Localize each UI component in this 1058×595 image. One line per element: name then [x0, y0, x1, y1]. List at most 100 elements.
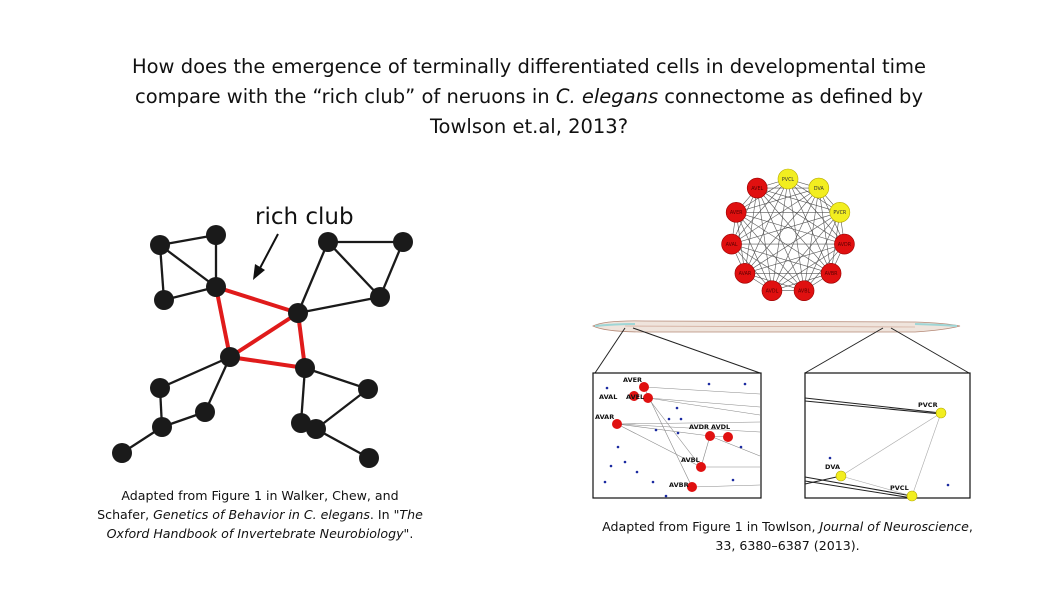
label-aver: AVER	[623, 376, 642, 384]
network-node	[152, 417, 172, 437]
rich-club-node	[288, 303, 308, 323]
rich-club-network-diagram: rich club	[95, 190, 435, 480]
label-avel: AVEL	[626, 393, 644, 401]
label-avbl: AVBL	[681, 456, 700, 464]
network-node	[206, 225, 226, 245]
zoom-box-tail: PVCR DVA PVCL	[804, 372, 971, 502]
ring-edge	[731, 178, 789, 245]
network-node	[318, 232, 338, 252]
ring-edge	[787, 178, 805, 291]
ring-edge	[731, 212, 840, 245]
ring-node-circle	[834, 233, 855, 255]
neuron-avel	[643, 393, 653, 403]
ring-edge	[757, 187, 840, 213]
ring-edge	[744, 187, 820, 274]
ring-node-label: AVDL	[766, 288, 779, 294]
ring-edge	[818, 188, 832, 274]
neuron-pvcr	[935, 407, 947, 419]
ring-node-circle	[820, 263, 842, 284]
left-caption-text: ".	[403, 526, 414, 541]
title-line-3: Towlson et.al, 2013?	[429, 115, 629, 138]
ring-node-label: AVAR	[739, 271, 752, 277]
ring-node-circle	[761, 280, 783, 301]
right-caption-line-2: 33, 6380–6387 (2013).	[715, 538, 860, 553]
network-node	[393, 232, 413, 252]
rich-club-label: rich club	[255, 204, 354, 230]
title-line-2-post: connectome as defined by	[658, 85, 923, 108]
ring-node-dva: DVA	[808, 177, 830, 199]
neuron-avdr	[705, 431, 715, 441]
rich-club-ring-nodes: AVER AVEL PVCL DVA PVCR AVDR AVBR AVBL AVDL AVAR A…	[721, 168, 855, 301]
network-node	[358, 379, 378, 399]
label-aval: AVAL	[599, 393, 617, 401]
ring-edge	[731, 243, 805, 291]
ring-node-pvcr: PVCR	[829, 202, 851, 223]
title-line-2-pre: compare with the “rich club” of neruons …	[135, 85, 556, 108]
neuron-avar	[612, 419, 622, 429]
ring-node-label: PVCL	[782, 177, 795, 183]
ring-node-circle	[829, 202, 851, 223]
ring-node-circle	[734, 263, 756, 284]
ring-edge	[736, 187, 819, 213]
ring-edge	[771, 178, 789, 291]
network-node	[291, 413, 311, 433]
ring-node-pvcl: PVCL	[777, 168, 799, 190]
ring-node-avdr: AVDR	[834, 233, 855, 255]
ring-node-label: PVCR	[833, 210, 847, 216]
neuron-dva	[835, 470, 847, 482]
left-caption-handbook-title: The	[399, 507, 423, 522]
label-avar: AVAR	[595, 413, 614, 421]
ring-edge	[731, 243, 832, 274]
ring-node-label: AVAL	[726, 242, 738, 248]
neuron-aver	[639, 382, 649, 392]
label-avdr: AVDR	[689, 423, 709, 431]
left-caption-book-title: Genetics of Behavior in C. elegans	[153, 507, 370, 522]
ring-node-circle	[721, 233, 742, 255]
ring-node-circle	[808, 177, 830, 199]
ring-edge	[735, 212, 773, 291]
left-caption-text: . In "	[369, 507, 400, 522]
ring-node-avar: AVAR	[734, 263, 756, 284]
ring-node-avbl: AVBL	[793, 280, 815, 301]
label-avbr: AVBR	[669, 481, 689, 489]
network-node	[112, 443, 132, 463]
title-line-2-species: C. elegans	[555, 85, 659, 108]
right-caption-line-1: Adapted from Figure 1 in Towlson, Journa…	[585, 517, 990, 536]
network-node	[150, 378, 170, 398]
ring-node-circle	[777, 168, 799, 190]
right-figure-caption: Adapted from Figure 1 in Towlson, Journa…	[585, 517, 990, 555]
rich-club-arrow	[253, 233, 279, 280]
worm-body	[592, 320, 961, 333]
right-caption-text: ,	[968, 519, 973, 534]
label-avdl: AVDL	[711, 423, 730, 431]
network-node	[359, 448, 379, 468]
ring-node-circle	[793, 280, 815, 301]
left-caption-handbook-title: Oxford Handbook of Invertebrate Neurobio…	[106, 526, 404, 541]
title-line-1: How does the emergence of terminally dif…	[131, 55, 927, 78]
right-caption-journal: Journal of Neuroscience	[819, 519, 969, 534]
ring-node-aval: AVAL	[721, 233, 742, 255]
network-node	[370, 287, 390, 307]
rich-club-node	[206, 277, 226, 297]
label-pvcl: PVCL	[890, 484, 909, 492]
ring-node-avbr: AVBR	[820, 263, 842, 284]
ring-node-label: DVA	[814, 186, 825, 192]
rich-club-node	[220, 347, 240, 367]
ring-node-avdl: AVDL	[761, 280, 783, 301]
neuron-aval	[629, 391, 639, 401]
network-node	[154, 290, 174, 310]
neuron-pvcl	[906, 490, 918, 502]
ring-edge	[731, 187, 819, 245]
ring-edge	[744, 188, 758, 274]
ring-node-avel: AVEL	[746, 177, 768, 199]
ring-edge	[771, 243, 845, 291]
ring-edge	[736, 212, 845, 245]
left-caption-text: Schafer,	[97, 507, 154, 522]
ring-node-label: AVBR	[825, 271, 839, 277]
towlson-connectome-figure: AVER AVEL PVCL DVA PVCR AVDR AVBR AVBL AVDL AVAR A…	[585, 160, 985, 510]
neuron-avbr	[687, 482, 697, 492]
ring-node-aver: AVER	[725, 202, 747, 223]
rich-club-node	[295, 358, 315, 378]
ring-node-circle	[725, 202, 747, 223]
left-caption-line-3: Oxford Handbook of Invertebrate Neurobio…	[95, 524, 425, 543]
